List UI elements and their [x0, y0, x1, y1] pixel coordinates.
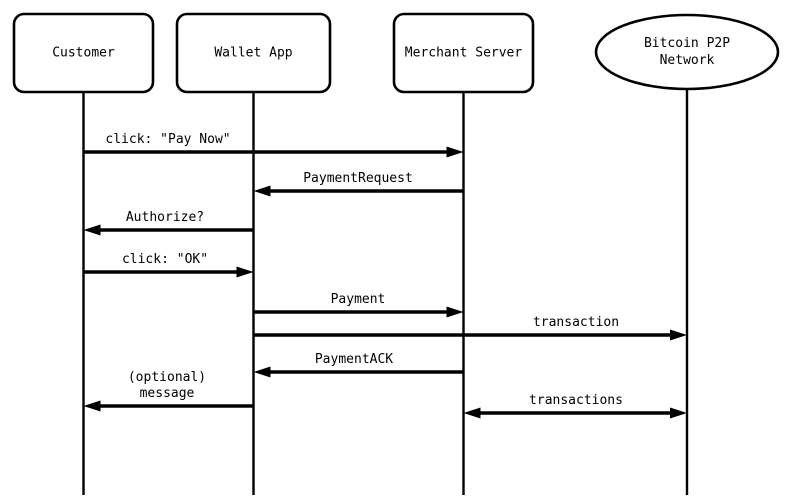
arrowhead-icon [446, 306, 464, 318]
arrowhead-icon [83, 400, 101, 412]
message-label-2: Authorize? [125, 210, 205, 225]
arrowhead-icon [463, 407, 481, 419]
arrowhead-icon [446, 146, 464, 158]
arrowhead-icon [670, 329, 687, 341]
message-label-0: click: "Pay Now" [105, 132, 231, 147]
message-arrow-7 [83, 400, 254, 412]
actor-label-customer: Customer [52, 45, 115, 61]
message-label-3: click: "OK" [121, 252, 209, 267]
message-arrow-6 [253, 366, 464, 378]
message-arrow-0 [83, 146, 464, 158]
arrowhead-icon [253, 366, 271, 378]
message-label-8: transactions [529, 393, 623, 408]
message-arrow-8 [463, 407, 687, 419]
arrowhead-icon [83, 224, 101, 236]
actor-box-wallet [175, 12, 332, 94]
message-label-7: (optional) message [127, 370, 207, 401]
message-label-6: PaymentACK [314, 352, 394, 367]
message-arrow-3 [83, 266, 254, 278]
arrowhead-icon [670, 407, 687, 419]
arrowhead-icon [253, 185, 271, 197]
message-arrow-4 [253, 306, 464, 318]
actor-ellipse-network [594, 13, 780, 91]
message-arrow-2 [83, 224, 254, 236]
arrowhead-icon [236, 266, 254, 278]
message-label-1: PaymentRequest [303, 171, 413, 186]
actor-label-network: Bitcoin P2P Network [643, 36, 731, 68]
actor-box-merchant [392, 12, 535, 94]
message-label-5: transaction [532, 315, 620, 330]
message-arrow-1 [253, 185, 464, 197]
message-label-4: Payment [330, 292, 386, 307]
actor-label-wallet: Wallet App [214, 45, 293, 61]
message-arrow-5 [253, 329, 687, 341]
actor-box-customer [12, 12, 155, 94]
actor-label-merchant: Merchant Server [404, 45, 523, 61]
